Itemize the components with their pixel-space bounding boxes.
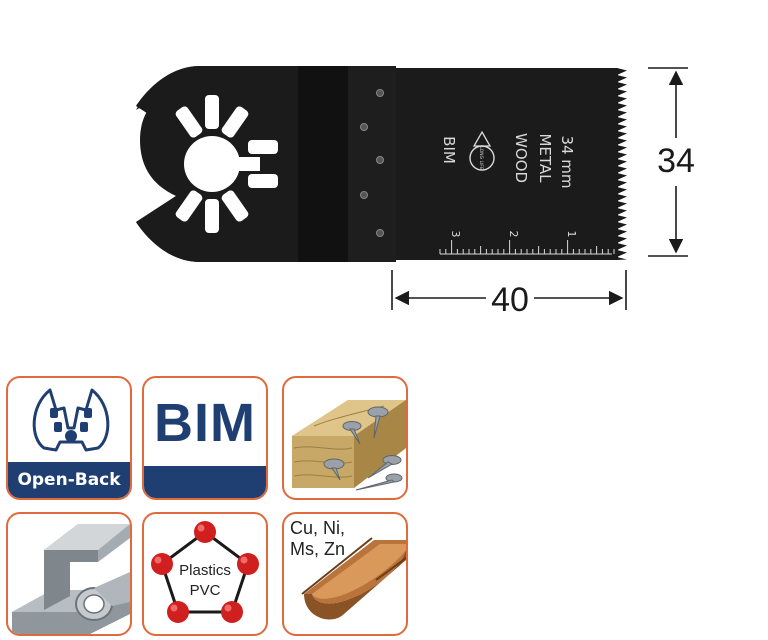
blade-teeth — [617, 68, 627, 260]
blade-neck — [298, 66, 348, 262]
scale-label-3: 3 — [449, 231, 462, 238]
plastics-pvc-icon: Plastics PVC — [142, 512, 268, 636]
long-life-badge: LONG LIFE — [469, 130, 495, 171]
blade-size-mark: 34 mm — [558, 135, 576, 188]
non-ferrous-metals-icon: Cu, Ni, Ms, Zn — [282, 512, 408, 636]
blade-scale — [439, 240, 615, 255]
width-dimension — [391, 270, 627, 310]
scale-label-1: 1 — [565, 231, 578, 238]
height-dimension — [648, 67, 688, 257]
blade-drawing: BIM LONG LIFE WOOD METAL 34 mm 3 2 1 — [136, 66, 695, 319]
pvc-label: PVC — [189, 582, 221, 599]
blade-material-mark: BIM — [440, 136, 458, 164]
height-dimension-label: 34 — [657, 142, 695, 180]
scale-label-2: 2 — [507, 231, 520, 238]
metal-profiles-icon — [6, 512, 132, 636]
bim-icon: BIM — [142, 376, 268, 500]
blade-use-metal: METAL — [536, 133, 554, 183]
non-ferrous-label: Cu, Ni, Ms, Zn — [290, 518, 400, 560]
width-dimension-label: 40 — [491, 281, 529, 319]
long-life-mark: LONG LIFE — [478, 146, 484, 170]
open-back-icon: Open-Back — [6, 376, 132, 500]
star-mount-cutout — [175, 95, 278, 233]
wood-with-nails-icon — [282, 376, 408, 500]
blade-body — [396, 68, 618, 260]
plastics-label: Plastics — [179, 562, 231, 579]
blade-rivets — [360, 89, 384, 237]
non-ferrous-line1: Cu, Ni, — [290, 518, 346, 538]
bim-label: BIM — [154, 393, 256, 453]
blade-use-wood: WOOD — [512, 133, 530, 183]
non-ferrous-line2: Ms, Zn — [290, 539, 346, 559]
open-back-label: Open-Back — [8, 462, 130, 498]
